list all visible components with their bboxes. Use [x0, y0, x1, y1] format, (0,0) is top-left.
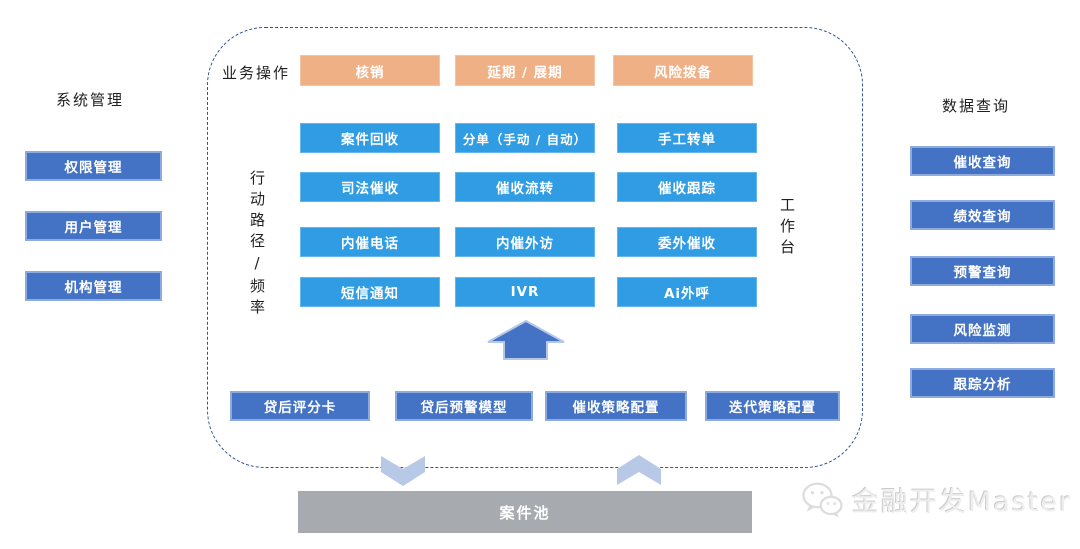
workbench-label: 工作台 — [778, 197, 796, 260]
node-iteration-strategy-config: 迭代策略配置 — [705, 391, 840, 421]
node-user-mgmt: 用户管理 — [25, 211, 162, 241]
action-path-label: 行动路径/频率 — [248, 170, 266, 320]
node-extension: 延期 / 展期 — [455, 55, 595, 86]
node-org-mgmt: 机构管理 — [25, 271, 162, 301]
node-warning-query: 预警查询 — [910, 256, 1055, 286]
node-post-loan-scorecard: 贷后评分卡 — [230, 391, 370, 421]
node-collection-strategy-config: 催收策略配置 — [545, 391, 687, 421]
chevron-up-icon — [617, 455, 661, 485]
node-ai-outbound: Ai外呼 — [617, 277, 757, 307]
node-risk-provision: 风险拨备 — [613, 55, 753, 86]
case-pool-label: 案件池 — [499, 503, 551, 522]
node-manual-transfer: 手工转单 — [617, 123, 757, 153]
node-post-loan-warning-model: 贷后预警模型 — [395, 391, 533, 421]
chevron-down-icon — [381, 456, 425, 486]
node-write-off: 核销 — [300, 55, 440, 86]
node-case-assign: 分单（手动 / 自动） — [455, 123, 595, 153]
node-permission-mgmt: 权限管理 — [25, 151, 162, 181]
watermark: 金融开发Master — [800, 480, 1072, 519]
node-judicial-collection: 司法催收 — [300, 172, 440, 202]
business-ops-label: 业务操作 — [222, 64, 291, 82]
node-risk-monitor: 风险监测 — [910, 314, 1055, 344]
node-collection-query: 催收查询 — [910, 146, 1055, 176]
wechat-icon — [800, 481, 844, 519]
node-ivr: IVR — [455, 277, 595, 307]
node-performance-query: 绩效查询 — [910, 200, 1055, 230]
left-panel-title: 系统管理 — [56, 91, 125, 109]
node-internal-phone: 内催电话 — [300, 227, 440, 257]
node-collection-flow: 催收流转 — [455, 172, 595, 202]
node-internal-visit: 内催外访 — [455, 227, 595, 257]
watermark-text: 金融开发Master — [852, 487, 1073, 518]
node-case-recall: 案件回收 — [300, 123, 440, 153]
right-panel-title: 数据查询 — [942, 97, 1011, 115]
block-arrow-up-icon — [487, 320, 565, 360]
node-tracking-analysis: 跟踪分析 — [910, 368, 1055, 398]
node-outsourced-collection: 委外催收 — [617, 227, 757, 257]
case-pool-bar: 案件池 — [298, 491, 752, 533]
workbench-dashed-container — [207, 27, 863, 468]
node-sms-notify: 短信通知 — [300, 277, 440, 307]
node-collection-tracking: 催收跟踪 — [617, 172, 757, 202]
